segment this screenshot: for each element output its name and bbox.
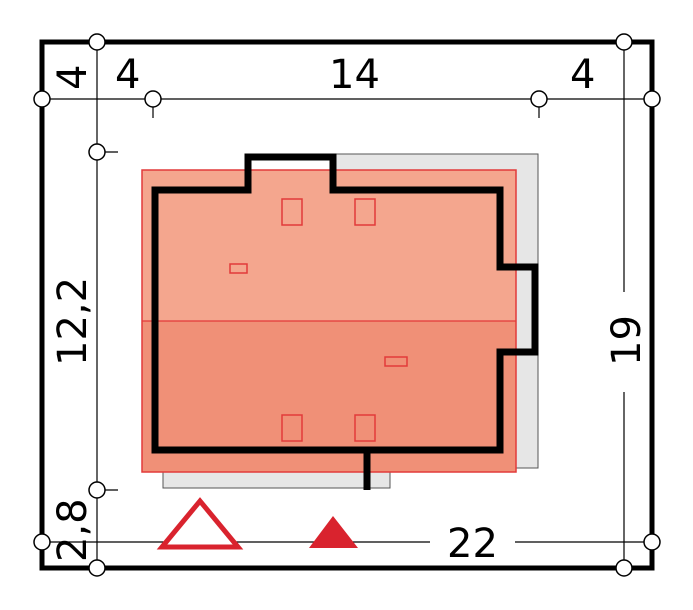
dimension-left-upper: 4 xyxy=(50,65,96,90)
dimension-left-middle: 12,2 xyxy=(50,277,96,366)
pedestrian-entrance-triangle-icon xyxy=(156,497,244,550)
dimension-top-left: 4 xyxy=(115,52,140,98)
dimension-top-right: 4 xyxy=(570,52,595,98)
dimension-top-middle: 14 xyxy=(329,52,380,98)
roof xyxy=(141,169,517,473)
dimension-bottom: 22 xyxy=(447,521,498,567)
roof-windows xyxy=(229,198,408,442)
building-walls xyxy=(151,153,539,454)
roof-upper-slope xyxy=(142,170,516,321)
vehicle-entrance-triangle-icon xyxy=(309,516,358,548)
dimension-nodes xyxy=(33,33,661,577)
plot-boundary xyxy=(39,39,655,571)
dimension-lines xyxy=(42,42,652,568)
dimension-right: 19 xyxy=(604,315,650,366)
dimension-left-lower: 2,8 xyxy=(50,498,96,562)
